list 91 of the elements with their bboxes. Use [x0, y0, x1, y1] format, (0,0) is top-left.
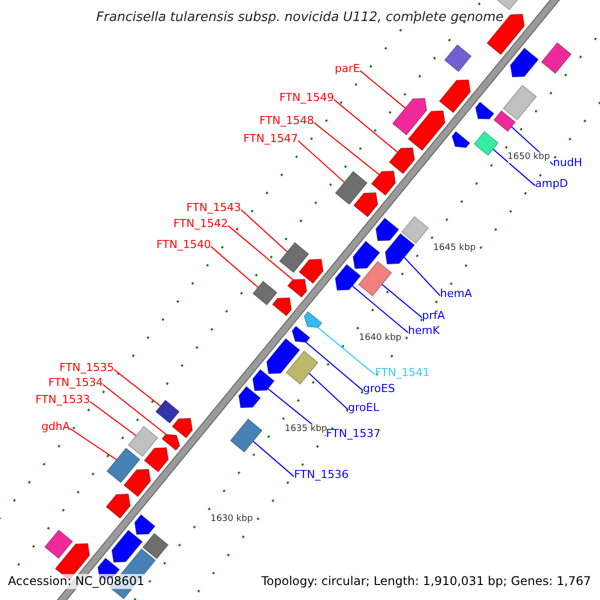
gene-block	[252, 280, 278, 306]
gene-label: FTN_1541	[375, 366, 430, 378]
gene-block	[134, 514, 156, 535]
gene-label: parE	[334, 62, 360, 74]
gene-label: nudH	[553, 156, 582, 168]
gene-block	[493, 110, 516, 132]
gene-label: prfA	[422, 308, 445, 322]
gene-block	[392, 98, 428, 136]
gene-block	[106, 494, 131, 519]
scale-label: 1650 kbp	[508, 152, 550, 164]
gene-block	[123, 468, 151, 498]
gene-block	[388, 147, 415, 174]
gene-block	[401, 216, 429, 244]
leader-line	[102, 384, 166, 435]
leader-line	[308, 372, 348, 410]
gene-label: FTN_1549	[279, 90, 334, 104]
gene-block	[353, 192, 378, 218]
gene-label: FTN_1536	[294, 468, 349, 480]
accession-text: Accession: NC_008601	[8, 574, 144, 589]
gene-block	[475, 102, 494, 120]
leader-line	[492, 148, 536, 186]
gene-block	[155, 400, 180, 424]
gene-block	[106, 448, 140, 484]
gene-block	[44, 529, 74, 559]
gene-label: FTN_1548	[259, 114, 314, 126]
scale-label: 1635 kbp	[284, 424, 328, 435]
gene-block	[111, 530, 143, 563]
leader-line	[352, 285, 408, 334]
gene-block	[370, 170, 396, 196]
leader-line	[210, 246, 258, 288]
gene-label: FTN_1534	[48, 376, 103, 388]
gene-block	[352, 240, 380, 270]
scale-label: 1645 kbp	[433, 242, 476, 254]
leader-line	[240, 209, 288, 252]
gene-block	[286, 350, 318, 385]
gene-block	[540, 42, 572, 74]
gene-label: FTN_1547	[243, 132, 298, 144]
leader-line	[70, 428, 117, 460]
gene-label: FTN_1537	[326, 426, 381, 440]
scale-label: 1630 kbp	[210, 514, 253, 526]
gene-block	[510, 48, 539, 78]
gene-block	[144, 447, 169, 472]
gene-label: FTN_1542	[173, 216, 228, 230]
leader-line	[334, 99, 398, 153]
gene-block	[142, 532, 169, 560]
gene-label: FTN_1533	[35, 392, 90, 406]
gene-label: hemA	[440, 286, 472, 300]
gene-block	[438, 79, 471, 114]
gene-block	[375, 218, 400, 242]
gene-label: groES	[363, 382, 395, 394]
title: Francisella tularensis subsp. novicida U112, complete genome	[95, 10, 505, 26]
gene-block	[452, 130, 470, 148]
gene-block	[444, 44, 472, 72]
leader-line	[298, 140, 345, 183]
leader-line	[314, 122, 380, 176]
gene-block	[408, 110, 446, 152]
leader-line	[90, 401, 136, 436]
gene-block	[279, 242, 310, 274]
gene-block	[230, 418, 263, 453]
gene-label: FTN_1540	[156, 238, 211, 250]
gene-block	[502, 84, 537, 120]
gene-block	[334, 170, 368, 206]
leader-line	[228, 225, 294, 280]
gene-block	[474, 131, 499, 156]
gene-label: hemK	[408, 324, 440, 336]
gene-block	[172, 418, 193, 438]
gene-label: ampD	[535, 176, 568, 190]
leader-line	[404, 257, 440, 296]
gene-block	[298, 258, 324, 284]
gene-block	[287, 278, 308, 298]
summary-text: Topology: circular; Length: 1,910,031 bp; Genes: 1,767	[261, 574, 591, 589]
leader-line	[318, 327, 376, 376]
gene-block	[252, 368, 275, 392]
gene-block	[334, 264, 362, 291]
gene-block	[272, 297, 292, 316]
gene-block	[384, 233, 415, 264]
gene-block	[358, 260, 392, 297]
leader-line	[382, 284, 422, 318]
gene-label: gdhA	[42, 420, 70, 432]
gene-label: FTN_1543	[186, 200, 241, 214]
gene-label: groEL	[348, 400, 380, 414]
leader-line	[114, 369, 161, 406]
gene-block	[238, 386, 261, 408]
gene-block	[161, 434, 180, 451]
gene-block	[292, 326, 310, 343]
gene-label: FTN_1535	[59, 360, 114, 374]
gene-block	[266, 338, 300, 374]
gene-block	[128, 426, 158, 457]
gene-block	[304, 311, 322, 328]
leader-line	[306, 342, 364, 392]
scale-label: 1640 kbp	[358, 333, 402, 344]
